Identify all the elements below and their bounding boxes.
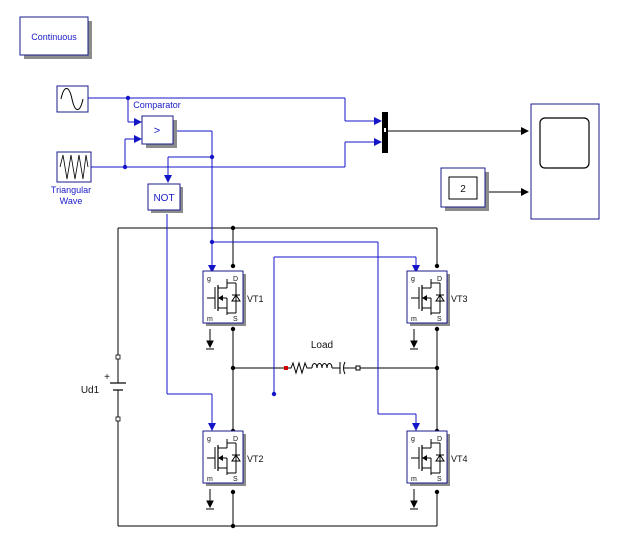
vt3-source-label: S bbox=[437, 316, 442, 323]
vt1-drain-label: D bbox=[233, 276, 238, 283]
dc-source-label: Ud1 bbox=[81, 385, 100, 396]
rlc-branch-icon bbox=[284, 361, 361, 375]
vt4-measure-label: m bbox=[411, 476, 417, 483]
mux-block[interactable] bbox=[382, 112, 388, 153]
triangular-label-line2: Wave bbox=[60, 196, 83, 206]
mosfet-vt1[interactable]: g D m S VT1 bbox=[202, 270, 264, 350]
powergui-block[interactable]: Continuous bbox=[19, 16, 92, 59]
vt3-name: VT3 bbox=[451, 294, 468, 304]
mosfet-vt3[interactable]: g D m S VT3 bbox=[406, 270, 468, 350]
dc-source-plus: + bbox=[104, 372, 110, 383]
signal-wiring bbox=[88, 97, 420, 431]
constant-block[interactable]: 2 bbox=[440, 167, 489, 211]
vt2-drain-label: D bbox=[233, 436, 238, 443]
triangular-label-line1: Triangular bbox=[51, 185, 91, 195]
vt3-measure-label: m bbox=[411, 316, 417, 323]
vt2-measure-label: m bbox=[207, 476, 213, 483]
not-gate-block[interactable]: NOT bbox=[147, 183, 183, 213]
wire-junctions bbox=[230, 225, 440, 529]
powergui-label: Continuous bbox=[31, 32, 77, 42]
mosfet-vt2[interactable]: g D m S VT2 bbox=[202, 430, 264, 510]
load-label: Load bbox=[311, 340, 333, 351]
vt4-gate-label: g bbox=[411, 436, 415, 443]
comparator-symbol: > bbox=[154, 125, 160, 137]
load-block[interactable]: Load bbox=[284, 340, 361, 375]
power-wiring bbox=[117, 127, 529, 527]
constant-value: 2 bbox=[460, 184, 466, 195]
vt4-drain-label: D bbox=[437, 436, 442, 443]
vt2-gate-label: g bbox=[207, 436, 211, 443]
not-gate-label: NOT bbox=[153, 193, 174, 204]
mosfet-vt4[interactable]: g D m S VT4 bbox=[406, 430, 468, 510]
comparator-title: Comparator bbox=[133, 100, 181, 110]
scope-screen-icon bbox=[539, 117, 590, 169]
dc-source-block[interactable]: + Ud1 bbox=[81, 354, 126, 422]
sine-wave-block[interactable] bbox=[56, 85, 89, 113]
vt3-gate-label: g bbox=[411, 276, 415, 283]
vt1-gate-label: g bbox=[207, 276, 211, 283]
vt3-drain-label: D bbox=[437, 276, 442, 283]
vt2-name: VT2 bbox=[247, 454, 264, 464]
triangular-wave-block[interactable]: Triangular Wave bbox=[51, 151, 92, 206]
vt4-name: VT4 bbox=[451, 454, 468, 464]
vt1-measure-label: m bbox=[207, 316, 213, 323]
sine-wave-icon bbox=[60, 88, 84, 110]
vt2-source-label: S bbox=[233, 476, 238, 483]
vt1-source-label: S bbox=[233, 316, 238, 323]
vt4-source-label: S bbox=[437, 476, 442, 483]
triangle-wave-icon bbox=[59, 154, 89, 180]
vt1-name: VT1 bbox=[247, 294, 264, 304]
comparator-block[interactable]: Comparator > bbox=[133, 100, 181, 148]
signal-junctions bbox=[122, 95, 277, 397]
scope-block[interactable] bbox=[530, 103, 600, 220]
